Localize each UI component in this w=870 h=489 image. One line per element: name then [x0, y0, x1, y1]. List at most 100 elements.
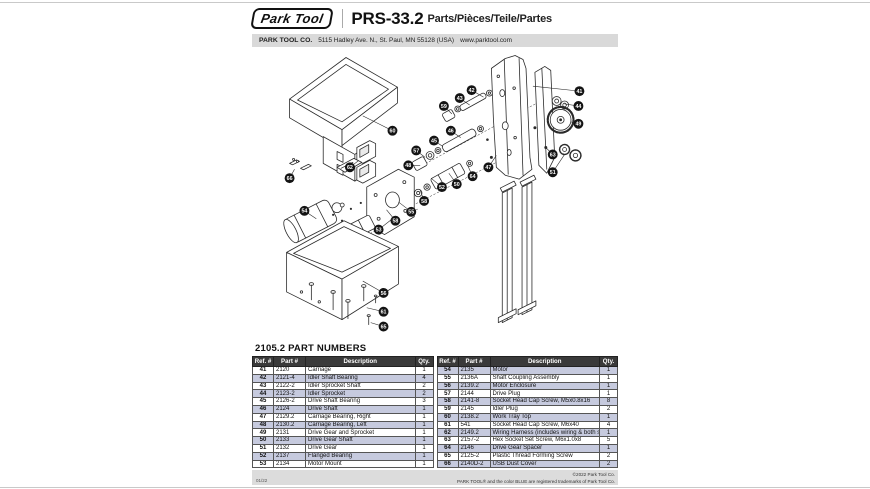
- parktool-logo-text: Park Tool: [259, 11, 325, 26]
- doc-code: 01/22: [256, 478, 268, 484]
- callout-61: 61: [366, 306, 389, 317]
- svg-text:64: 64: [470, 174, 476, 180]
- svg-text:56: 56: [381, 291, 387, 297]
- callout-64: 64: [467, 165, 478, 182]
- table-cell: Drive Shaft Bearing: [305, 397, 416, 406]
- callout-47: 47: [483, 155, 497, 173]
- table-cell: 46: [252, 404, 274, 414]
- leg-channels-part: [497, 174, 537, 324]
- column-header: Qty.: [599, 356, 618, 367]
- table-cell: 2: [599, 459, 618, 469]
- parts-section: 2105.2 PART NUMBERS Ref. #Part #Descript…: [252, 343, 618, 469]
- table-cell: 2125-2: [457, 451, 491, 461]
- table-cell: 57: [436, 389, 459, 399]
- table-cell: Drive Gear Shaft: [305, 436, 416, 445]
- callout-59: 59: [438, 101, 453, 115]
- callout-62: 62: [344, 160, 360, 173]
- table-cell: 2121-4: [273, 373, 306, 383]
- table-cell: 2140D-2: [457, 459, 491, 469]
- table-cell: 2122-2: [273, 381, 306, 391]
- svg-text:66: 66: [287, 176, 293, 182]
- table-cell: 1: [414, 459, 434, 469]
- table-cell: Drive Gear: [305, 443, 416, 453]
- table-cell: Carriage Bearing, Left: [305, 420, 416, 430]
- copyright-line1: ©2022 Park Tool Co.: [572, 472, 615, 478]
- svg-text:52: 52: [439, 185, 445, 191]
- table-cell: 2120: [273, 366, 306, 375]
- table-cell: Idler Sprocket Shaft: [305, 381, 416, 391]
- company-address: 5115 Hadley Ave. N., St. Paul, MN 55128 …: [318, 37, 455, 44]
- svg-text:47: 47: [485, 165, 491, 171]
- svg-text:65: 65: [381, 324, 387, 330]
- callout-53: 53: [373, 218, 393, 235]
- callout-44: 44: [564, 101, 584, 111]
- table-cell: 8: [599, 397, 618, 406]
- table-cell: 1: [599, 443, 618, 453]
- callout-46: 46: [445, 125, 461, 138]
- svg-text:60: 60: [389, 129, 395, 135]
- table-cell: 2129.2: [273, 412, 306, 422]
- callout-63: 63: [545, 147, 558, 160]
- table-cell: Drive Plug: [489, 389, 600, 399]
- drive-gear-sprocket-part: [546, 105, 575, 134]
- callout-51: 51: [547, 154, 565, 178]
- svg-text:63: 63: [550, 152, 556, 158]
- table-cell: 1: [414, 428, 434, 438]
- table-cell: 53: [252, 459, 274, 469]
- svg-text:57: 57: [413, 148, 419, 154]
- table-cell: 2157-2: [457, 436, 491, 445]
- table-cell: 1: [599, 389, 618, 399]
- usb-dust-cover-part: [289, 158, 312, 171]
- svg-text:51: 51: [550, 170, 556, 176]
- svg-text:48: 48: [405, 163, 411, 169]
- callout-42: 42: [466, 85, 484, 98]
- callout-56: 56: [362, 280, 389, 298]
- callout-58: 58: [386, 209, 401, 226]
- drive-gear-part: [558, 143, 582, 162]
- column-header: Description: [489, 356, 600, 367]
- svg-text:54: 54: [301, 209, 307, 215]
- table-cell: 2132: [273, 443, 306, 453]
- bottom-screws-part: [308, 282, 378, 325]
- table-cell: Idler Plug: [489, 404, 600, 414]
- company-website: www.parktool.com: [460, 37, 512, 44]
- callout-41: 41: [532, 85, 585, 97]
- callout-65: 65: [370, 321, 389, 332]
- callout-55: 55: [398, 201, 417, 217]
- table-cell: 43: [252, 381, 274, 391]
- column-header: Part #: [457, 356, 491, 367]
- table-cell: Work Tray Top: [489, 412, 600, 422]
- svg-text:50: 50: [454, 182, 460, 188]
- table-cell: 52: [252, 451, 274, 461]
- table-cell: 2130.2: [273, 420, 306, 430]
- callout-58: 58: [419, 189, 430, 206]
- motor-part: [283, 199, 345, 244]
- svg-text:58: 58: [421, 199, 427, 205]
- callout-50: 50: [448, 173, 462, 190]
- table-cell: Socket Head Cap Screw, M6x40: [489, 420, 600, 430]
- svg-text:43: 43: [457, 96, 463, 102]
- table-cell: 45: [252, 397, 274, 406]
- table-cell: 63: [436, 436, 459, 445]
- table-cell: 1: [414, 366, 434, 375]
- table-cell: 2149.2: [457, 428, 491, 438]
- table-cell: 61: [436, 420, 459, 430]
- table-cell: 42: [252, 373, 274, 383]
- table-cell: Shaft Coupling Assembly: [489, 373, 600, 383]
- table-cell: 2: [599, 404, 618, 414]
- drive-shaft-assembly: [412, 125, 484, 171]
- table-cell: Motor Mount: [305, 459, 416, 469]
